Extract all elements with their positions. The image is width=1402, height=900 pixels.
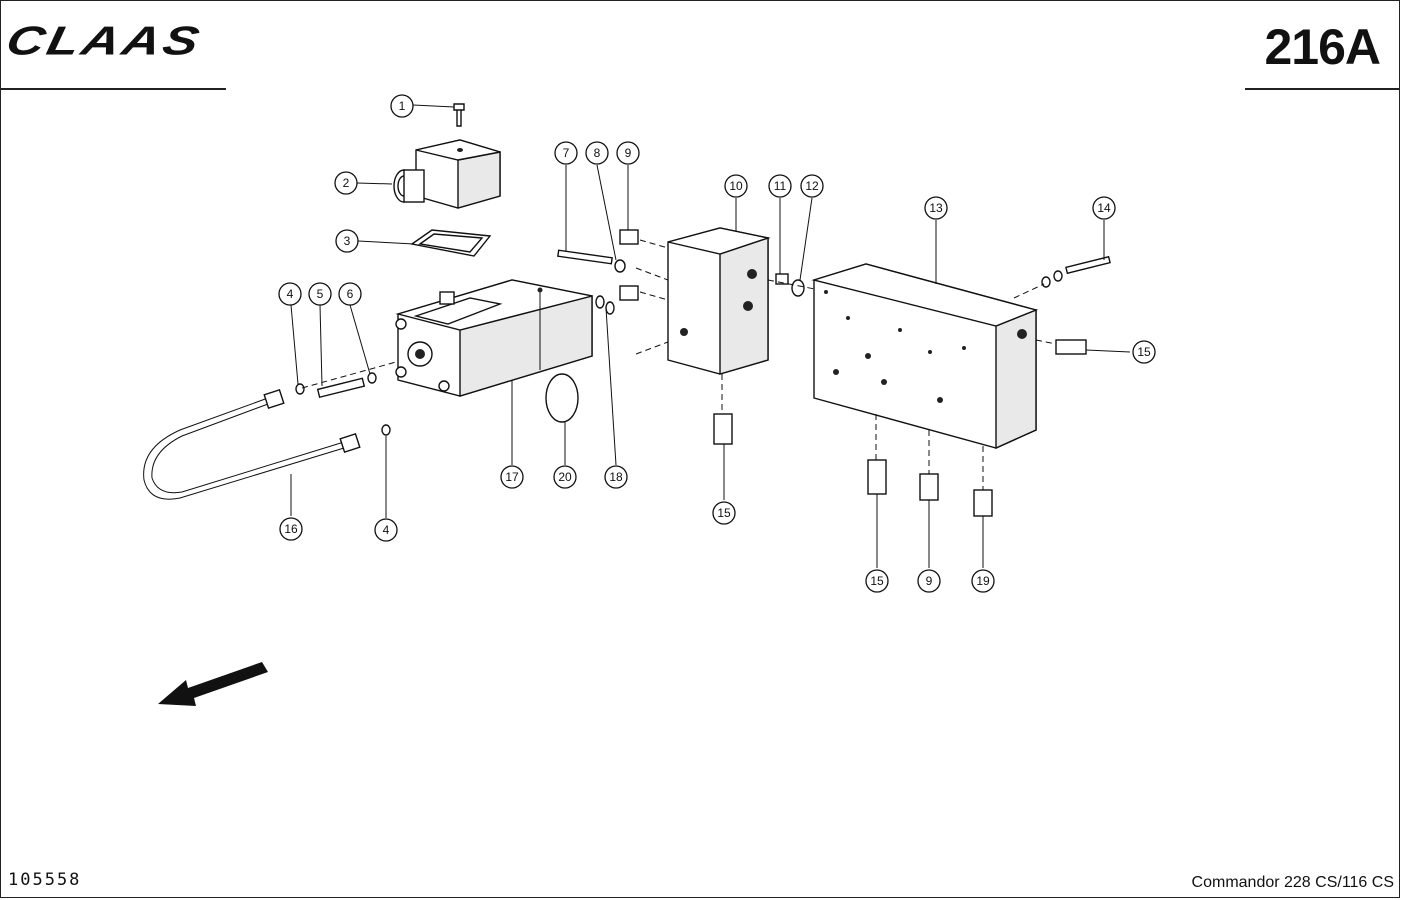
callout-15-right: 15 xyxy=(1132,340,1156,364)
svg-text:5: 5 xyxy=(317,287,324,301)
part-valve-body xyxy=(395,279,593,397)
svg-text:6: 6 xyxy=(347,287,354,301)
svg-text:16: 16 xyxy=(284,522,298,536)
svg-text:19: 19 xyxy=(976,574,990,588)
svg-text:4: 4 xyxy=(383,523,390,537)
callout-3: 3 xyxy=(335,229,359,253)
svg-text:14: 14 xyxy=(1097,201,1111,215)
callout-15-center: 15 xyxy=(712,501,736,525)
svg-text:15: 15 xyxy=(717,506,731,520)
part-main-block xyxy=(811,263,1039,450)
svg-text:8: 8 xyxy=(594,146,601,160)
callout-7: 7 xyxy=(554,141,578,165)
callout-9: 9 xyxy=(616,141,640,165)
svg-text:9: 9 xyxy=(625,146,632,160)
svg-text:4: 4 xyxy=(287,287,294,301)
svg-text:10: 10 xyxy=(729,179,743,193)
part-fittings xyxy=(713,339,1087,517)
callout-2: 2 xyxy=(334,171,358,195)
part-gasket xyxy=(410,229,492,257)
model-label: Commandor 228 CS/116 CS xyxy=(1191,874,1394,891)
svg-text:2: 2 xyxy=(343,176,350,190)
svg-text:13: 13 xyxy=(929,201,943,215)
part-small-seals xyxy=(595,295,615,315)
part-hydraulic-pipe xyxy=(143,388,361,500)
part-plug-and-seal xyxy=(767,273,821,297)
callout-9-bottom: 9 xyxy=(917,569,941,593)
svg-text:17: 17 xyxy=(505,470,519,484)
callout-14: 14 xyxy=(1092,196,1116,220)
svg-text:20: 20 xyxy=(558,470,572,484)
svg-text:15: 15 xyxy=(870,574,884,588)
callout-8: 8 xyxy=(585,141,609,165)
part-bolt-right xyxy=(1013,255,1111,299)
part-o-ring xyxy=(545,373,579,423)
callouts: 1 2 3 4 5 6 4 7 8 9 10 11 12 13 14 15 15… xyxy=(278,94,1156,593)
part-bolts-and-fittings xyxy=(557,229,669,355)
header-rule-right xyxy=(1245,88,1400,90)
callout-20: 20 xyxy=(553,465,577,489)
document-number: 105558 xyxy=(8,870,82,890)
callout-1: 1 xyxy=(390,94,414,118)
header-rule-left xyxy=(0,88,226,90)
callout-4-lower: 4 xyxy=(374,518,398,542)
svg-text:15: 15 xyxy=(1137,345,1151,359)
callout-5: 5 xyxy=(308,282,332,306)
svg-text:9: 9 xyxy=(926,574,933,588)
part-connector-plug xyxy=(393,139,501,209)
callout-11: 11 xyxy=(768,174,792,198)
callout-18: 18 xyxy=(604,465,628,489)
callout-12: 12 xyxy=(800,174,824,198)
callout-10: 10 xyxy=(724,174,748,198)
svg-text:1: 1 xyxy=(399,99,406,113)
callout-13: 13 xyxy=(924,196,948,220)
svg-text:7: 7 xyxy=(563,146,570,160)
page-code: 216A xyxy=(1264,19,1381,75)
part-screw xyxy=(453,103,465,127)
svg-text:18: 18 xyxy=(609,470,623,484)
callout-17: 17 xyxy=(500,465,524,489)
callout-15-bottom: 15 xyxy=(865,569,889,593)
callout-16: 16 xyxy=(279,517,303,541)
arrow-travel-direction-icon xyxy=(158,662,268,706)
part-seals-and-bolt xyxy=(295,361,397,436)
part-intermediate-block xyxy=(667,227,771,375)
callout-6: 6 xyxy=(338,282,362,306)
callout-4: 4 xyxy=(278,282,302,306)
svg-text:12: 12 xyxy=(805,179,819,193)
svg-text:3: 3 xyxy=(344,234,351,248)
callout-19: 19 xyxy=(971,569,995,593)
svg-text:11: 11 xyxy=(774,179,787,193)
callout-leaders xyxy=(290,104,1131,568)
